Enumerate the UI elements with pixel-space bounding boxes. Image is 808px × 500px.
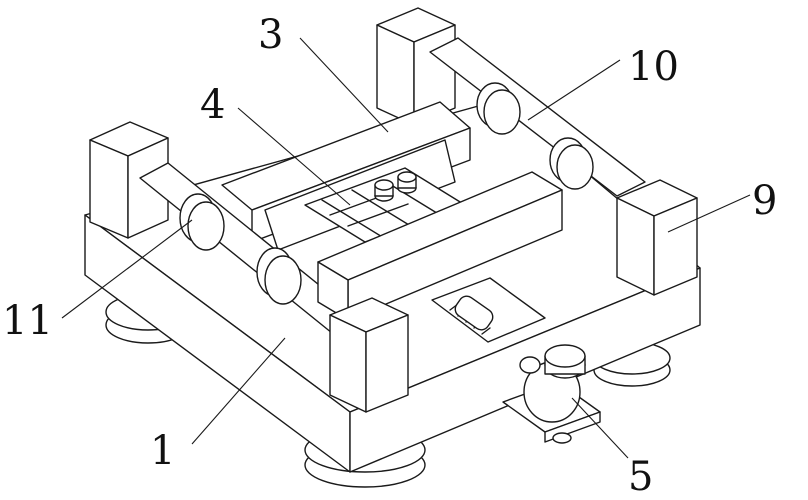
leader-10 — [527, 59, 621, 121]
leader-lines — [61, 37, 751, 459]
leader-5 — [571, 397, 629, 459]
callout-4: 4 — [200, 82, 225, 128]
knob-pair — [374, 171, 417, 202]
callout-3: 3 — [258, 12, 283, 58]
upright-back-left — [89, 121, 169, 239]
motor-assembly — [502, 344, 601, 444]
leader-3 — [299, 37, 389, 133]
leader-11 — [61, 219, 193, 319]
screw-slot — [431, 277, 546, 343]
callout-10: 10 — [628, 44, 679, 90]
upright-front — [329, 297, 409, 413]
upright-right — [616, 179, 698, 296]
callout-1: 1 — [150, 428, 175, 474]
callout-11: 11 — [2, 298, 53, 344]
guide-rod-right — [429, 37, 646, 197]
leader-4 — [237, 107, 351, 206]
callout-9: 9 — [752, 178, 777, 224]
leader-9 — [667, 194, 751, 233]
guide-rod-left — [139, 162, 361, 334]
callout-5: 5 — [628, 454, 653, 500]
leader-1 — [191, 337, 286, 445]
frame-bar-front — [317, 171, 563, 321]
